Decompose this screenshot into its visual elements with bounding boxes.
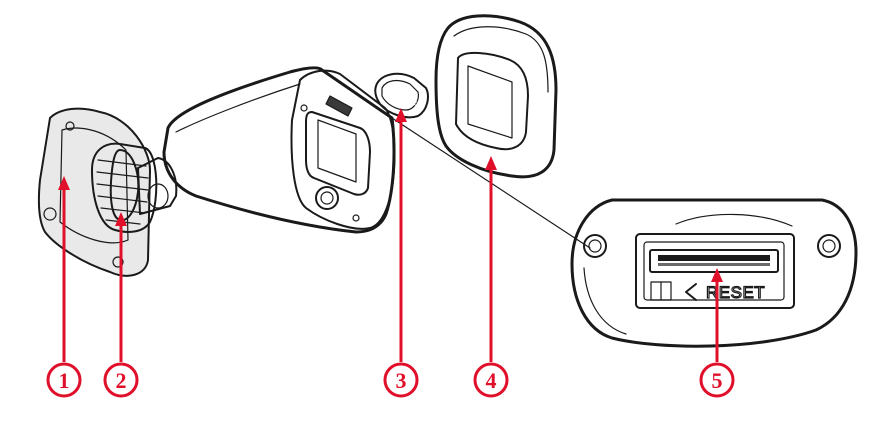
detail-panel: RESET xyxy=(570,198,858,348)
callout-1: 1 xyxy=(46,176,82,398)
screw-icon xyxy=(300,104,308,112)
callout-4: 4 xyxy=(473,156,509,398)
callout-label: 1 xyxy=(59,368,70,393)
screw-icon xyxy=(352,214,360,222)
callout-badge xyxy=(473,362,509,398)
panel-screw-icon xyxy=(817,234,841,258)
panel-label: RESET xyxy=(706,283,765,302)
panel-screw-icon xyxy=(583,234,607,258)
sun-shield xyxy=(434,14,558,179)
callout-2: 2 xyxy=(103,212,139,398)
camera-body xyxy=(162,66,396,234)
screw-hole-icon xyxy=(65,121,75,131)
callout-label: 2 xyxy=(116,368,127,393)
callout-5: 5 xyxy=(699,268,735,398)
callout-badge xyxy=(46,362,82,398)
callout-badge xyxy=(103,362,139,398)
arrow-left-icon xyxy=(685,283,697,301)
callout-badge xyxy=(383,362,419,398)
callout-badge xyxy=(699,362,735,398)
callout-label: 5 xyxy=(712,368,723,393)
callout-label: 4 xyxy=(486,368,497,393)
callout-3: 3 xyxy=(383,108,419,398)
screw-hole-icon xyxy=(112,256,124,268)
callout-label: 3 xyxy=(396,368,407,393)
screw-hole-icon xyxy=(43,207,57,221)
cover-print: TF CARD xyxy=(391,91,422,109)
sd-card-slot xyxy=(649,249,779,273)
